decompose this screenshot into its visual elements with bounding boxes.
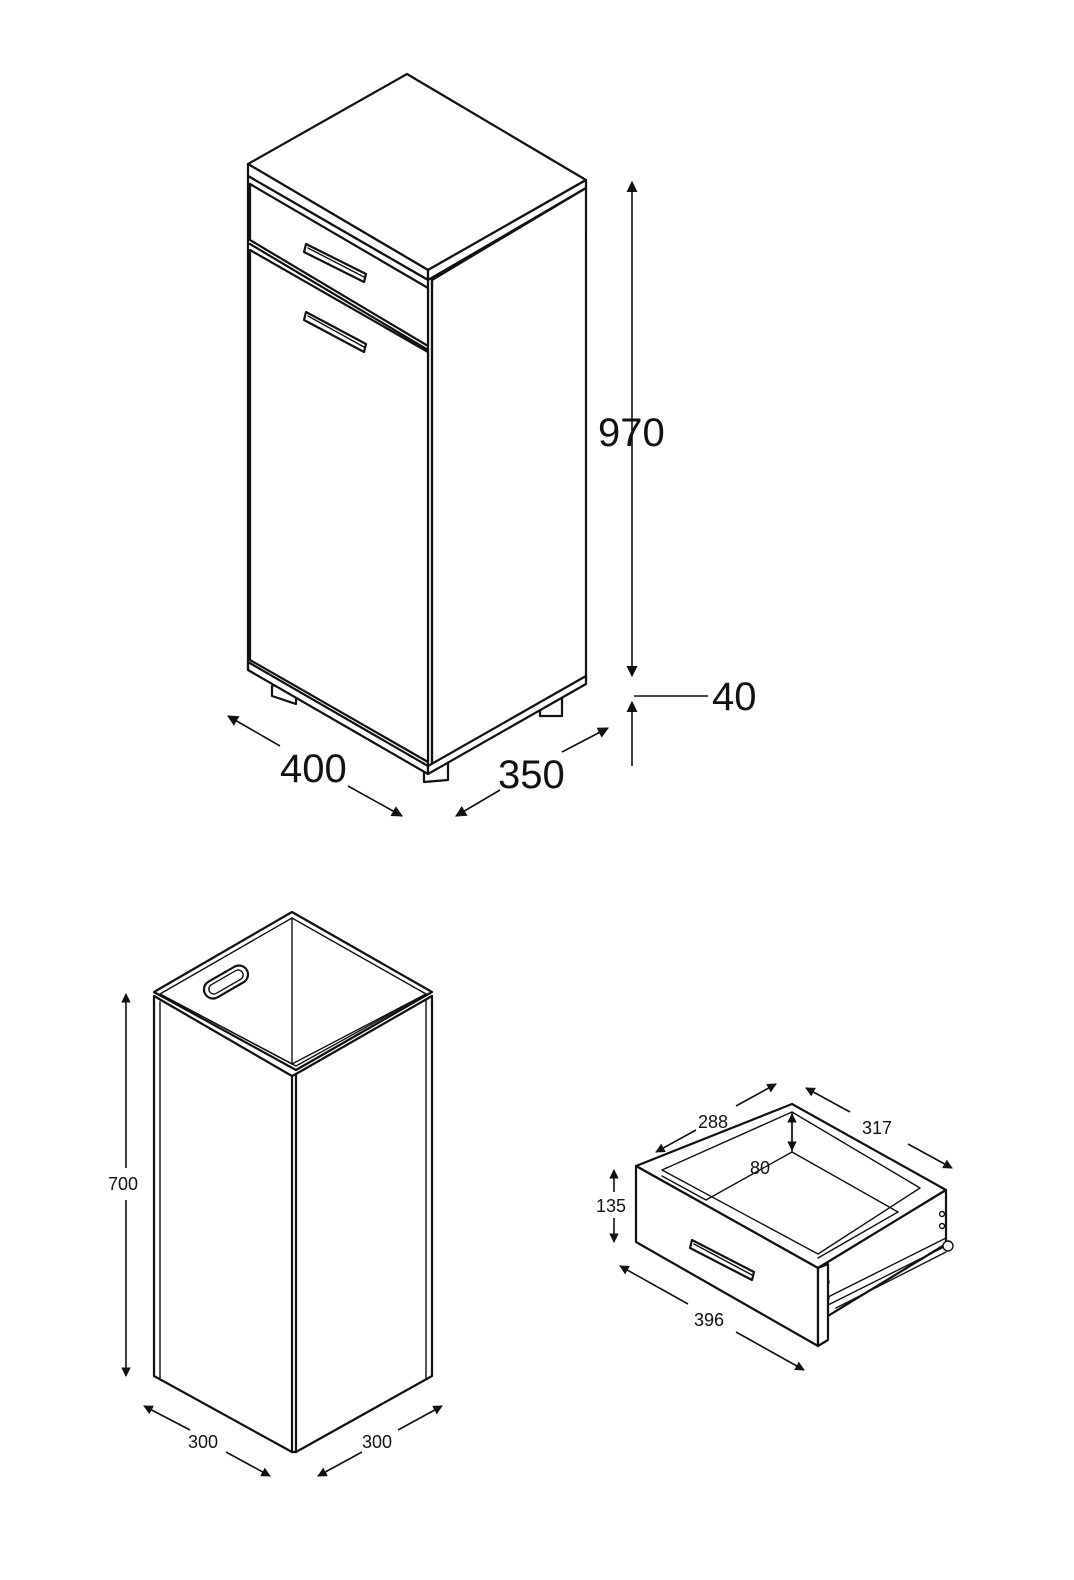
drawer-inner-height-dimension: 80: [750, 1113, 797, 1178]
drawer-front-edge: [816, 1262, 830, 1348]
drawer-inner-depth-label: 317: [862, 1118, 892, 1138]
basket-handle-hole-back: [202, 964, 250, 1000]
cabinet-width-dimension: 400: [227, 715, 403, 817]
basket-rim: [152, 910, 434, 1072]
basket-depth-dimension: 300: [317, 1405, 443, 1477]
drawer-inner-width-dimension: 288: [655, 1083, 777, 1153]
drawer-drawing: [634, 1102, 954, 1348]
drawer-inner-width-label: 288: [698, 1112, 728, 1132]
drawer-front-height-dimension: 135: [596, 1169, 626, 1243]
cabinet-height-label: 970: [598, 411, 665, 455]
cabinet-plinth-side: [426, 674, 588, 776]
cabinet-width-label: 400: [280, 747, 347, 791]
basket-width-label: 300: [188, 1432, 218, 1452]
drawer-front-width-label: 396: [694, 1310, 724, 1330]
drawer-runner-wheel: [942, 1240, 954, 1252]
basket-depth-label: 300: [362, 1432, 392, 1452]
cabinet-side-panel: [430, 186, 588, 770]
cabinet-door: [248, 248, 430, 764]
drawer-front-width-dimension: 396: [619, 1265, 805, 1371]
drawer-inner-height-label: 80: [750, 1158, 770, 1178]
cabinet-depth-label: 350: [498, 753, 565, 797]
basket-height-label: 700: [108, 1174, 138, 1194]
cabinet-drawing: [246, 72, 588, 784]
basket-width-dimension: 300: [143, 1405, 271, 1477]
cabinet-plinth-label: 40: [712, 675, 757, 719]
basket-height-dimension: 700: [108, 993, 138, 1377]
cabinet-height-dimension: 970 40: [598, 180, 757, 766]
drawer-front-height-label: 135: [596, 1196, 626, 1216]
drawer-inner-depth-dimension: 317: [805, 1087, 953, 1169]
basket-drawing: [152, 910, 434, 1454]
basket-front-face: [152, 994, 294, 1454]
basket-side-face: [294, 994, 434, 1454]
cabinet-depth-dimension: 350: [455, 727, 609, 817]
